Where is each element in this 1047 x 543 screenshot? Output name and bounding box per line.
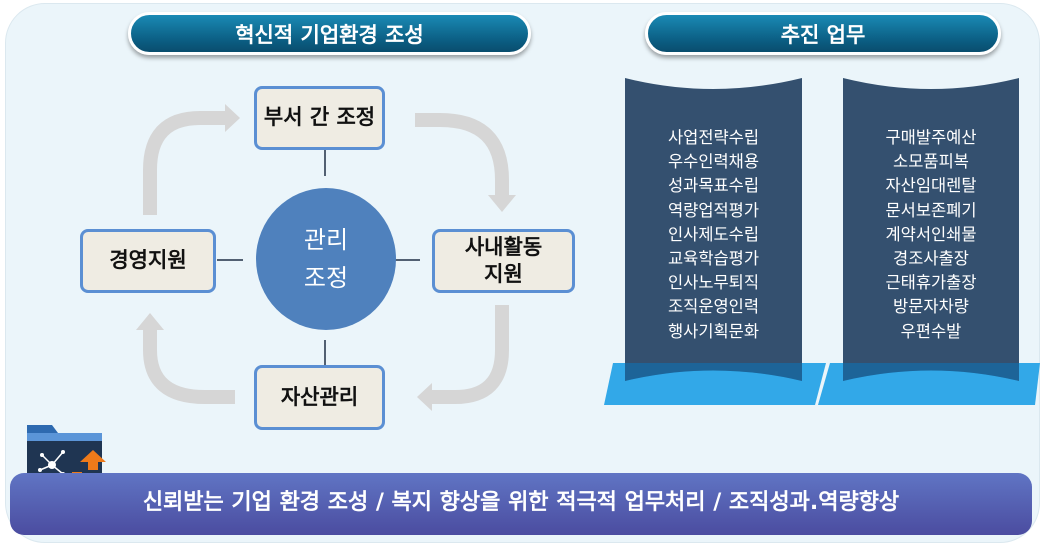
duty-item: 소모품피복 [893,152,969,172]
node-management-support: 경영지원 [80,229,216,293]
node-interdepartment: 부서 간 조정 [254,86,385,150]
bottom-slogan-banner: 신뢰받는 기업 환경 조성 / 복지 향상을 위한 적극적 업무처리 / 조직성… [10,473,1032,535]
duty-banners [604,78,1040,405]
center-management-circle: 관리 조정 [256,188,396,330]
arrow-top-to-right [415,113,509,195]
banner-right [843,78,1019,381]
duty-item: 성과목표수립 [667,176,760,196]
duty-item: 우편수발 [900,321,962,341]
connector-lines [217,150,420,365]
node-label: 경영지원 [109,248,187,273]
duty-item: 사업전략수립 [667,128,760,147]
left-section-title: 혁신적 기업환경 조성 [128,12,531,55]
node-label: 지원 [484,262,523,286]
duty-item: 인사노무퇴직 [667,273,760,293]
node-label: 부서 간 조정 [263,105,376,130]
node-asset-management: 자산관리 [254,365,385,430]
center-label-line2: 조정 [303,264,349,292]
duty-item: 경조사출장 [893,249,969,269]
duty-item: 역량업적평가 [667,200,760,220]
duty-item: 인사제도수립 [667,224,760,244]
duty-list-left: 사업전략수립 우수인력채용 성과목표수립 역량업적평가 인사제도수립 교육학습평… [625,126,802,344]
diagram-graphics [27,78,1040,494]
arrow-bottom-to-left [143,330,235,404]
duty-item: 행사기획문화 [667,321,760,341]
duty-item: 방문자차량 [893,297,969,317]
duty-item: 구매발주예산 [885,128,977,147]
cycle-arrows [143,111,509,404]
center-label-line1: 관리 [303,225,349,254]
duty-item: 자산임대렌탈 [885,176,977,196]
right-section-title: 추진 업무 [645,12,1001,55]
banner-left [625,78,802,381]
arrow-right-to-bottom [432,305,509,404]
arrow-left-to-top [143,111,225,215]
duty-item: 우수인력채용 [667,152,760,172]
slogan-text: 신뢰받는 기업 환경 조성 / 복지 향상을 위한 적극적 업무처리 / 조직성… [142,490,900,515]
duty-item: 문서보존폐기 [885,200,977,220]
duty-list-right: 구매발주예산 소모품피복 자산임대렌탈 문서보존폐기 계약서인쇄물 경조사출장 … [843,126,1019,344]
duty-item: 조직운영인력 [667,297,760,317]
duty-item: 교육학습평가 [667,249,760,269]
duty-item: 근태휴가출장 [885,273,977,293]
duty-item: 계약서인쇄물 [885,224,977,244]
node-label: 사내활동 [464,234,543,259]
node-label: 자산관리 [280,384,359,409]
